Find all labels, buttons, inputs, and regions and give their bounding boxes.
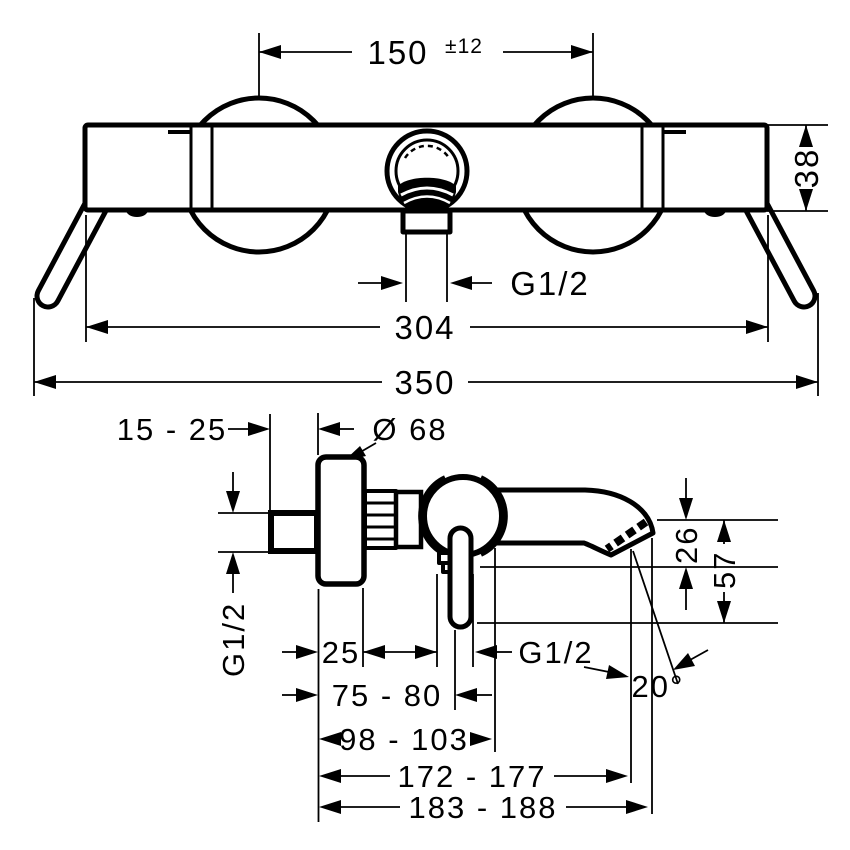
right-screw-bump xyxy=(704,210,726,217)
wall-union xyxy=(268,510,320,554)
dim-304-label: 304 xyxy=(394,309,455,346)
threaded-connector xyxy=(363,489,398,550)
dim-25-label: 25 xyxy=(322,635,360,670)
handle-lever xyxy=(447,525,474,630)
dim-20deg-label: 20° xyxy=(632,669,685,704)
dim-57-label: 57 xyxy=(707,551,742,589)
left-handle-band xyxy=(168,127,214,208)
dim-total-drop: 57 xyxy=(707,520,742,623)
dim-38-label: 38 xyxy=(788,148,825,189)
dim-98-103-label: 98 - 103 xyxy=(339,722,469,757)
dim-183-188-label: 183 - 188 xyxy=(409,790,558,825)
side-g12-wall-label: G1/2 xyxy=(216,602,251,677)
dim-15-25-label: 15 - 25 xyxy=(117,412,228,447)
left-leg xyxy=(34,192,110,310)
aerator-face xyxy=(604,518,649,553)
dim-concealed-depth: 15 - 25 xyxy=(117,412,354,512)
side-view: 15 - 25 Ø 68 G1/2 xyxy=(117,412,778,825)
dim-75-80-label: 75 - 80 xyxy=(332,678,443,713)
dim-depth-to-spout: 98 - 103 xyxy=(319,722,492,757)
right-handle-band xyxy=(640,127,686,208)
dim-handle-spacing: 150 ±12 xyxy=(258,33,594,96)
spout-hub xyxy=(384,128,470,302)
dim-150-tolerance: ±12 xyxy=(445,35,483,58)
dim-150-label: 150 xyxy=(367,34,428,71)
valve-neck xyxy=(393,489,424,550)
dim-escutcheon-depth: 25 xyxy=(282,635,437,670)
left-screw-bump xyxy=(126,210,148,217)
dim-overall-length: 350 xyxy=(33,293,819,401)
dim-wall-thread: G1/2 xyxy=(216,472,268,677)
dim-d68-label: Ø 68 xyxy=(372,412,447,447)
dim-350-label: 350 xyxy=(394,364,455,401)
extension-lines xyxy=(317,538,653,822)
dim-escutcheon-diameter: Ø 68 xyxy=(344,412,447,461)
dim-depth-to-outlet: 75 - 80 xyxy=(282,678,492,713)
right-leg xyxy=(742,192,818,310)
thread-marks xyxy=(403,144,451,159)
dim-172-177-label: 172 - 177 xyxy=(398,759,547,794)
front-g12-label: G1/2 xyxy=(510,265,590,302)
dim-outlet-drop: 26 xyxy=(669,478,704,610)
outlet-flange xyxy=(400,208,453,235)
dim-26-label: 26 xyxy=(669,526,704,564)
handle-ring-left-arc xyxy=(418,475,446,557)
handle-ring-right-arc xyxy=(480,475,508,557)
escutcheon xyxy=(315,454,367,587)
spout xyxy=(475,487,656,558)
front-view: 150 ±12 38 G1/2 xyxy=(33,33,828,401)
dim-outlet-thread: G1/2 xyxy=(358,265,590,302)
side-g12-outlet-label: G1/2 xyxy=(518,635,593,670)
dim-bottom-outlet-thread: G1/2 xyxy=(475,635,593,670)
dim-spout-angle: 20° xyxy=(583,550,709,704)
dim-reach-tip: 183 - 188 xyxy=(319,790,648,825)
dim-body-length: 304 xyxy=(85,215,769,346)
dim-body-depth: 38 xyxy=(767,124,828,212)
dim-reach-outlet: 172 - 177 xyxy=(319,759,628,794)
